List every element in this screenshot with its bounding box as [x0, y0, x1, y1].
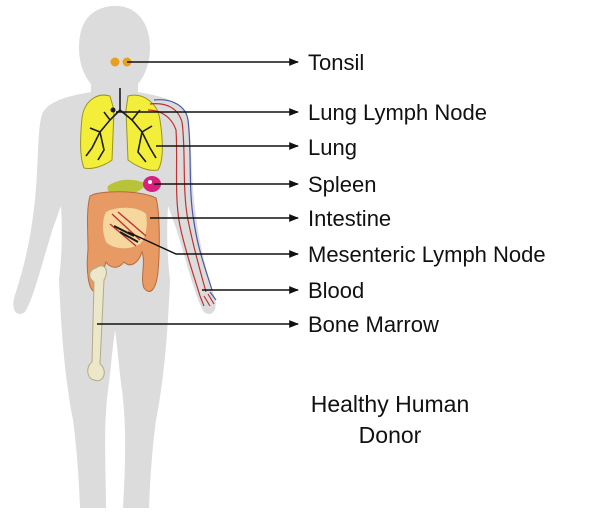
- label-intestine: Intestine: [308, 206, 391, 231]
- lung-lymph-node-organ: [111, 108, 116, 113]
- label-lung-lymph-node: Lung Lymph Node: [308, 100, 487, 125]
- label-spleen: Spleen: [308, 172, 377, 197]
- label-blood: Blood: [308, 278, 364, 303]
- label-lung: Lung: [308, 135, 357, 160]
- organ-labels: Tonsil Lung Lymph Node Lung Spleen Intes…: [308, 50, 546, 337]
- label-bone-marrow: Bone Marrow: [308, 312, 439, 337]
- label-mesenteric-lymph-node: Mesenteric Lymph Node: [308, 242, 546, 267]
- caption: Healthy Human Donor: [311, 391, 470, 448]
- caption-line-1: Healthy Human: [311, 391, 470, 417]
- caption-line-2: Donor: [359, 422, 422, 448]
- label-tonsil: Tonsil: [308, 50, 364, 75]
